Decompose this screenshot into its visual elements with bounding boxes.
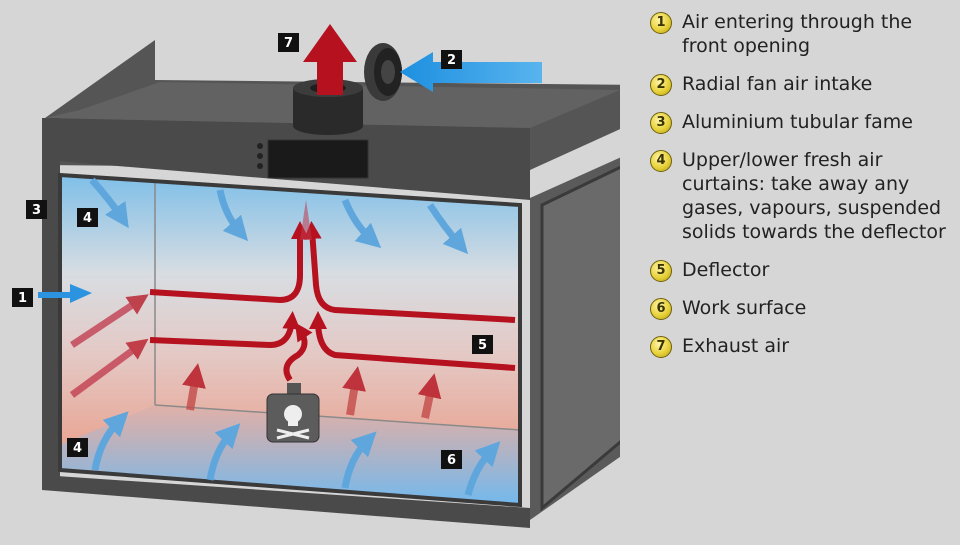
legend-item-3: 3 Aluminium tubular fame xyxy=(650,110,955,134)
legend-item-5: 5 Deflector xyxy=(650,258,955,282)
exhaust-flow xyxy=(303,221,516,323)
legend-item-1: 1 Air entering through the front opening xyxy=(650,10,955,58)
interior-edge xyxy=(154,404,521,431)
exhaust-plume xyxy=(300,200,312,240)
callout-4-upper: 4 xyxy=(77,208,98,227)
rising-arrow xyxy=(342,366,366,416)
legend-item-6: 6 Work surface xyxy=(650,296,955,320)
legend-number-badge: 6 xyxy=(650,298,672,320)
legend: 1 Air entering through the front opening… xyxy=(650,10,955,372)
fume-cupboard-diagram: 1 2 3 4 4 5 6 7 xyxy=(12,24,620,528)
rising-arrow xyxy=(182,363,206,411)
callout-5-label: 5 xyxy=(478,338,487,353)
callout-1-label: 1 xyxy=(18,291,27,306)
rising-arrow xyxy=(417,373,442,419)
air-curtain-arrow xyxy=(91,411,129,471)
callout-1: 1 xyxy=(12,288,33,307)
legend-number-badge: 7 xyxy=(650,336,672,358)
legend-text: Air entering through the front opening xyxy=(682,11,913,57)
frame-left xyxy=(42,118,60,483)
legend-text: Upper/lower fresh air curtains: take awa… xyxy=(682,149,946,243)
air-curtain-arrow xyxy=(206,423,241,481)
legend-number-badge: 4 xyxy=(650,150,672,172)
callout-3: 3 xyxy=(26,200,47,219)
air-curtain-arrow xyxy=(216,189,249,242)
legend-text: Deflector xyxy=(682,259,770,281)
control-display xyxy=(267,139,369,179)
work-surface xyxy=(60,405,520,505)
air-curtain-arrow xyxy=(89,177,129,229)
air-curtain-arrow xyxy=(427,203,469,255)
legend-number-badge: 3 xyxy=(650,112,672,134)
vapour-wisp xyxy=(283,322,313,382)
inflow-arrow xyxy=(70,294,149,348)
legend-text: Aluminium tubular fame xyxy=(682,111,913,133)
frame-bottom xyxy=(42,475,530,528)
inflow-arrow xyxy=(69,338,149,398)
callout-4-upper-label: 4 xyxy=(83,211,92,226)
exhaust-flow xyxy=(309,311,516,371)
callout-5: 5 xyxy=(472,335,493,354)
exhaust-air-arrow xyxy=(303,24,357,95)
control-button xyxy=(257,143,263,149)
legend-number-badge: 1 xyxy=(650,12,672,34)
control-button xyxy=(257,163,263,169)
air-curtain-arrow xyxy=(464,441,501,496)
exhaust-flow xyxy=(149,221,309,304)
callout-2-label: 2 xyxy=(447,53,456,68)
front-inflow-arrow xyxy=(38,284,92,303)
legend-text: Exhaust air xyxy=(682,335,790,357)
exhaust-flow xyxy=(149,311,301,349)
poison-bottle-icon xyxy=(266,383,320,443)
callout-3-label: 3 xyxy=(32,203,41,218)
callout-6-label: 6 xyxy=(447,453,456,468)
legend-text: Work surface xyxy=(682,297,807,319)
legend-item-2: 2 Radial fan air intake xyxy=(650,72,955,96)
legend-item-7: 7 Exhaust air xyxy=(650,334,955,358)
air-curtain-arrow xyxy=(341,431,377,489)
callout-7-label: 7 xyxy=(284,36,293,51)
side-panel-inner xyxy=(540,165,620,512)
callout-4-lower: 4 xyxy=(67,438,88,457)
fan-intake-arrow xyxy=(400,52,542,92)
callout-6: 6 xyxy=(441,450,462,469)
legend-number-badge: 2 xyxy=(650,74,672,96)
legend-text: Radial fan air intake xyxy=(682,73,873,95)
legend-item-4: 4 Upper/lower fresh air curtains: take a… xyxy=(650,148,955,244)
legend-number-badge: 5 xyxy=(650,260,672,282)
air-curtain-arrow xyxy=(341,198,382,249)
callout-7: 7 xyxy=(278,33,299,52)
callout-2: 2 xyxy=(441,50,462,69)
control-button xyxy=(257,153,263,159)
callout-4-lower-label: 4 xyxy=(73,441,82,456)
interior-frame xyxy=(58,172,522,508)
